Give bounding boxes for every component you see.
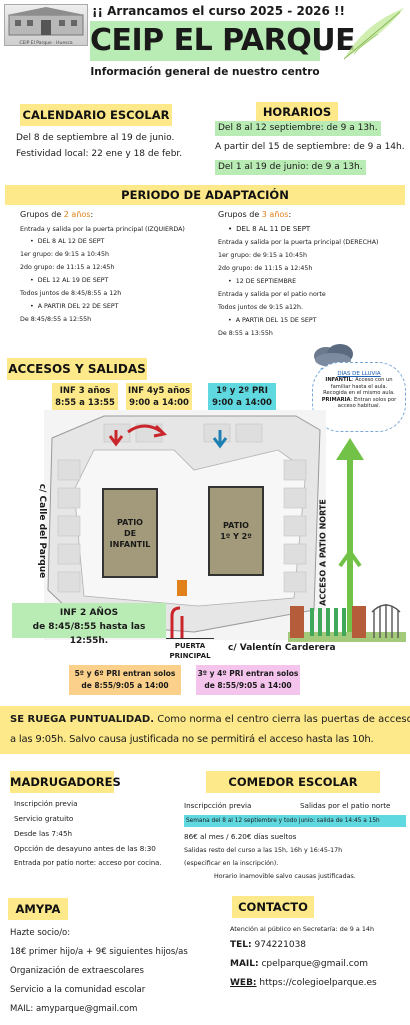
street-bottom-label: c/ Valentín Carderera xyxy=(228,643,336,653)
group-3-bullet-3: A PARTIR DEL 15 DE SEPT xyxy=(228,315,408,326)
group-2-bullet-2: DEL 12 AL 19 DE SEPT xyxy=(30,275,210,286)
group-3-entry: Entrada y salida por la puerta principal… xyxy=(218,239,379,246)
group-3-entry-2: Entrada y salida por el patio norte xyxy=(218,291,326,298)
group-2-entry: Entrada y salida por la puerta principal… xyxy=(20,226,185,233)
comedor-september-line: Semana del 8 al 12 septiembre y todo jun… xyxy=(184,815,406,827)
horarios-title: HORARIOS xyxy=(256,102,338,122)
accesos-title: ACCESOS Y SALIDAS xyxy=(7,358,147,380)
horarios-line-3: Del 1 al 19 de junio: de 9 a 13h. xyxy=(215,160,366,175)
header-subtitle: Información general de nuestro centro xyxy=(90,66,320,78)
calendario-title: CALENDARIO ESCOLAR xyxy=(20,104,172,126)
group-3-title: Grupos de 3 años: xyxy=(218,210,292,219)
leaf-icon xyxy=(343,8,404,60)
group-3-bullet-1: DEL 8 AL 11 DE SEPT xyxy=(228,224,408,235)
label-inf-3: INF 3 años 8:55 a 13:55 xyxy=(52,383,118,413)
label-pri-12: 1º y 2º PRI 9:00 a 14:00 xyxy=(208,383,276,413)
group-2-bullet-1: DEL 8 AL 12 DE SEPT xyxy=(30,236,210,247)
school-logo: CEIP El Parque · Huesca xyxy=(4,4,88,46)
group-2-line-1: 1er grupo: de 9:15 a 10:45h xyxy=(20,251,110,258)
adaptacion-left: Grupos de 2 años: Entrada y salida por l… xyxy=(20,208,210,325)
patio-infantil: PATIO DE INFANTIL xyxy=(102,488,158,578)
main-door-label: PUERTA PRINCIPAL xyxy=(166,638,214,661)
adaptacion-title: PERIODO DE ADAPTACIÓN xyxy=(5,185,405,205)
madrugadores-list: Inscripción previa Servicio gratuito Des… xyxy=(14,799,162,867)
contacto-title: CONTACTO xyxy=(232,896,314,918)
north-access-label: ACCESO A PATIO NORTE xyxy=(318,499,328,606)
group-3-line-3: Todos juntos de 9:15 a12h. xyxy=(218,304,303,311)
label-pri-56: 5º y 6º PRI entran solos de 8:55/9:05 a … xyxy=(69,665,181,695)
amypa-list: Hazte socio/o: 18€ primer hijo/a + 9€ si… xyxy=(10,924,188,1019)
street-left-label: c/ Calle del Parque xyxy=(37,483,47,579)
top-banner: ¡¡ Arrancamos el curso 2025 - 2026 !! xyxy=(92,4,345,18)
rain-title: DÍAS DE LLUVIA xyxy=(337,371,381,377)
school-building-icon xyxy=(7,7,85,36)
puntualidad-line-1: SE RUEGA PUNTUALIDAD. Como norma el cent… xyxy=(10,714,410,725)
group-3-line-1: 1er grupo: de 9:15 a 10:45h xyxy=(218,252,308,259)
north-access-arrow-icon xyxy=(336,438,364,635)
rain-cloud-icon xyxy=(314,344,353,372)
horarios-line-2: A partir del 15 de septiembre: de 9 a 14… xyxy=(215,142,405,152)
group-3-bullet-2: 12 DE SEPTIEMBRE xyxy=(228,276,408,287)
rain-info-box: DÍAS DE LLUVIA INFANTIL: Acceso con un f… xyxy=(312,362,406,432)
calendario-line-2: Festividad local: 22 ene y 18 de febr. xyxy=(16,149,183,159)
contacto-web[interactable]: WEB: https://colegioelparque.es xyxy=(230,978,377,988)
contacto-list: Atención al público en Secretaría: de 9 … xyxy=(230,922,377,993)
horarios-line-1: Del 8 al 12 septiembre: de 9 a 13h. xyxy=(215,121,381,136)
comedor-list: Inscripcción previa Salidas por el patio… xyxy=(184,800,406,883)
madrugadores-title: MADRUGADORES xyxy=(10,771,121,793)
puntualidad-line-2: a las 9:05h. Salvo causa justificada no … xyxy=(10,734,374,745)
group-2-line-2: 2do grupo: de 11:15 a 12:45h xyxy=(20,264,115,271)
rain-primaria: PRIMARIA: Entran solos por acceso habitu… xyxy=(321,396,397,410)
contacto-mail[interactable]: MAIL: cpelparque@gmail.com xyxy=(230,959,368,969)
amypa-mail[interactable]: MAIL: amyparque@gmail.com xyxy=(10,1004,138,1014)
logo-caption: CEIP El Parque · Huesca xyxy=(19,41,73,46)
calendario-line-1: Del 8 de septiembre al 19 de junio. xyxy=(16,133,175,143)
comedor-title: COMEDOR ESCOLAR xyxy=(206,771,380,793)
group-2-title: Grupos de 2 años: xyxy=(20,210,94,219)
group-2-line-3: Todos juntos de 8:45/8:55 a 12h xyxy=(20,290,122,297)
label-inf-2: INF 2 AÑOS de 8:45/8:55 hasta las 12:55h… xyxy=(12,603,166,646)
school-name-title: CEIP EL PARQUE xyxy=(90,21,356,61)
amypa-title: AMYPA xyxy=(8,898,68,920)
patio-primaria: PATIO 1º Y 2º xyxy=(208,486,264,576)
school-map: PATIO DE INFANTIL PATIO 1º Y 2º xyxy=(44,410,326,640)
group-2-bullet-3: A PARTIR DEL 22 DE SEPT xyxy=(30,301,210,312)
puntualidad-banner: SE RUEGA PUNTUALIDAD. Como norma el cent… xyxy=(0,706,410,754)
label-inf-45: INF 4y5 años 9:00 a 14:00 xyxy=(126,383,192,413)
adaptacion-right: Grupos de 3 años: DEL 8 AL 11 DE SEPT En… xyxy=(218,208,408,339)
contacto-tel[interactable]: TEL: 974221038 xyxy=(230,940,307,950)
label-pri-34: 3º y 4º PRI entran solos de 8:55/9:05 a … xyxy=(196,665,300,695)
rain-infantil: INFANTIL: Acceso con un familiar hasta e… xyxy=(323,377,395,396)
group-3-line-4: De 8:55 a 13:55h xyxy=(218,330,273,337)
group-3-line-2: 2do grupo: de 11:15 a 12:45h xyxy=(218,265,313,272)
group-2-line-4: De 8:45/8:55 a 12:55h xyxy=(20,316,92,323)
gate-icon xyxy=(288,604,406,642)
